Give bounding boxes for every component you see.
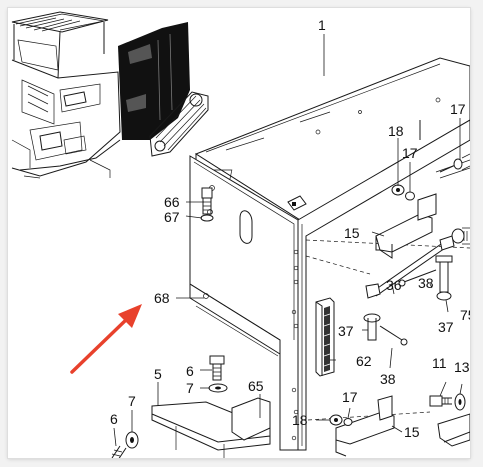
pointer-arrow [70, 304, 142, 374]
callout-15-lower: 15 [404, 424, 420, 440]
callout-37-left: 37 [338, 323, 354, 339]
callout-17-right: 17 [450, 101, 466, 117]
callout-18-upper: 18 [388, 123, 404, 139]
bolt-66-washer-67 [200, 187, 214, 222]
parts-diagram: 1 66 67 68 18 17 17 15 36 38 37 75 37 62… [11, 11, 470, 458]
callout-66: 66 [164, 194, 180, 210]
bracket-bottom-right [437, 413, 470, 447]
callout-7-lower: 7 [128, 393, 136, 409]
rod-36 [365, 235, 455, 299]
pin-37-left [363, 313, 381, 341]
callout-6-lower: 6 [110, 411, 118, 427]
callout-labels: 1 66 67 68 18 17 17 15 36 38 37 75 37 62… [110, 17, 470, 440]
callout-38-right: 38 [418, 275, 434, 291]
washer-17-lower [343, 418, 353, 426]
pin-38-right [398, 269, 437, 287]
callout-38-left: 38 [380, 371, 396, 387]
washer-17-upper [405, 191, 415, 201]
bolt-11 [429, 395, 452, 407]
callout-5: 5 [154, 366, 162, 382]
callout-65: 65 [248, 378, 264, 394]
callout-36: 36 [386, 277, 402, 293]
bracket-15-lower [335, 395, 395, 457]
callout-75: 75 [460, 307, 470, 323]
callout-17-upper: 17 [402, 145, 418, 161]
pin-37-right [435, 255, 453, 301]
pin-38-left [379, 325, 408, 346]
bolt-6-upper [209, 355, 225, 381]
callout-68: 68 [154, 290, 170, 306]
machine-overview-illustration [11, 11, 209, 179]
washer-7-lower [125, 431, 139, 449]
leader-lines [113, 34, 463, 447]
callout-17-lower: 17 [342, 389, 358, 405]
callout-15-upper: 15 [344, 225, 360, 241]
callout-6-upper: 6 [186, 363, 194, 379]
callout-67: 67 [164, 209, 180, 225]
washer-18-upper [391, 184, 405, 196]
callout-13: 13 [454, 359, 470, 375]
bolt-6-lower [111, 445, 127, 458]
callout-37-right: 37 [438, 319, 454, 335]
callout-11: 11 [432, 355, 447, 371]
bolt-17-right [439, 153, 470, 173]
callout-1: 1 [318, 17, 326, 33]
bracket-15-upper [375, 193, 437, 259]
washer-18-lower [329, 414, 343, 426]
plate-5 [151, 397, 271, 458]
threaded-end-right [451, 227, 470, 245]
main-frame-assembly [189, 57, 470, 451]
washer-7-upper [208, 383, 228, 393]
callout-7-upper: 7 [186, 380, 194, 396]
callout-18-lower: 18 [292, 412, 308, 428]
diagram-frame: 1 66 67 68 18 17 17 15 36 38 37 75 37 62… [8, 8, 470, 458]
spring-62 [315, 297, 335, 377]
washer-13 [454, 393, 466, 411]
callout-62: 62 [356, 353, 372, 369]
